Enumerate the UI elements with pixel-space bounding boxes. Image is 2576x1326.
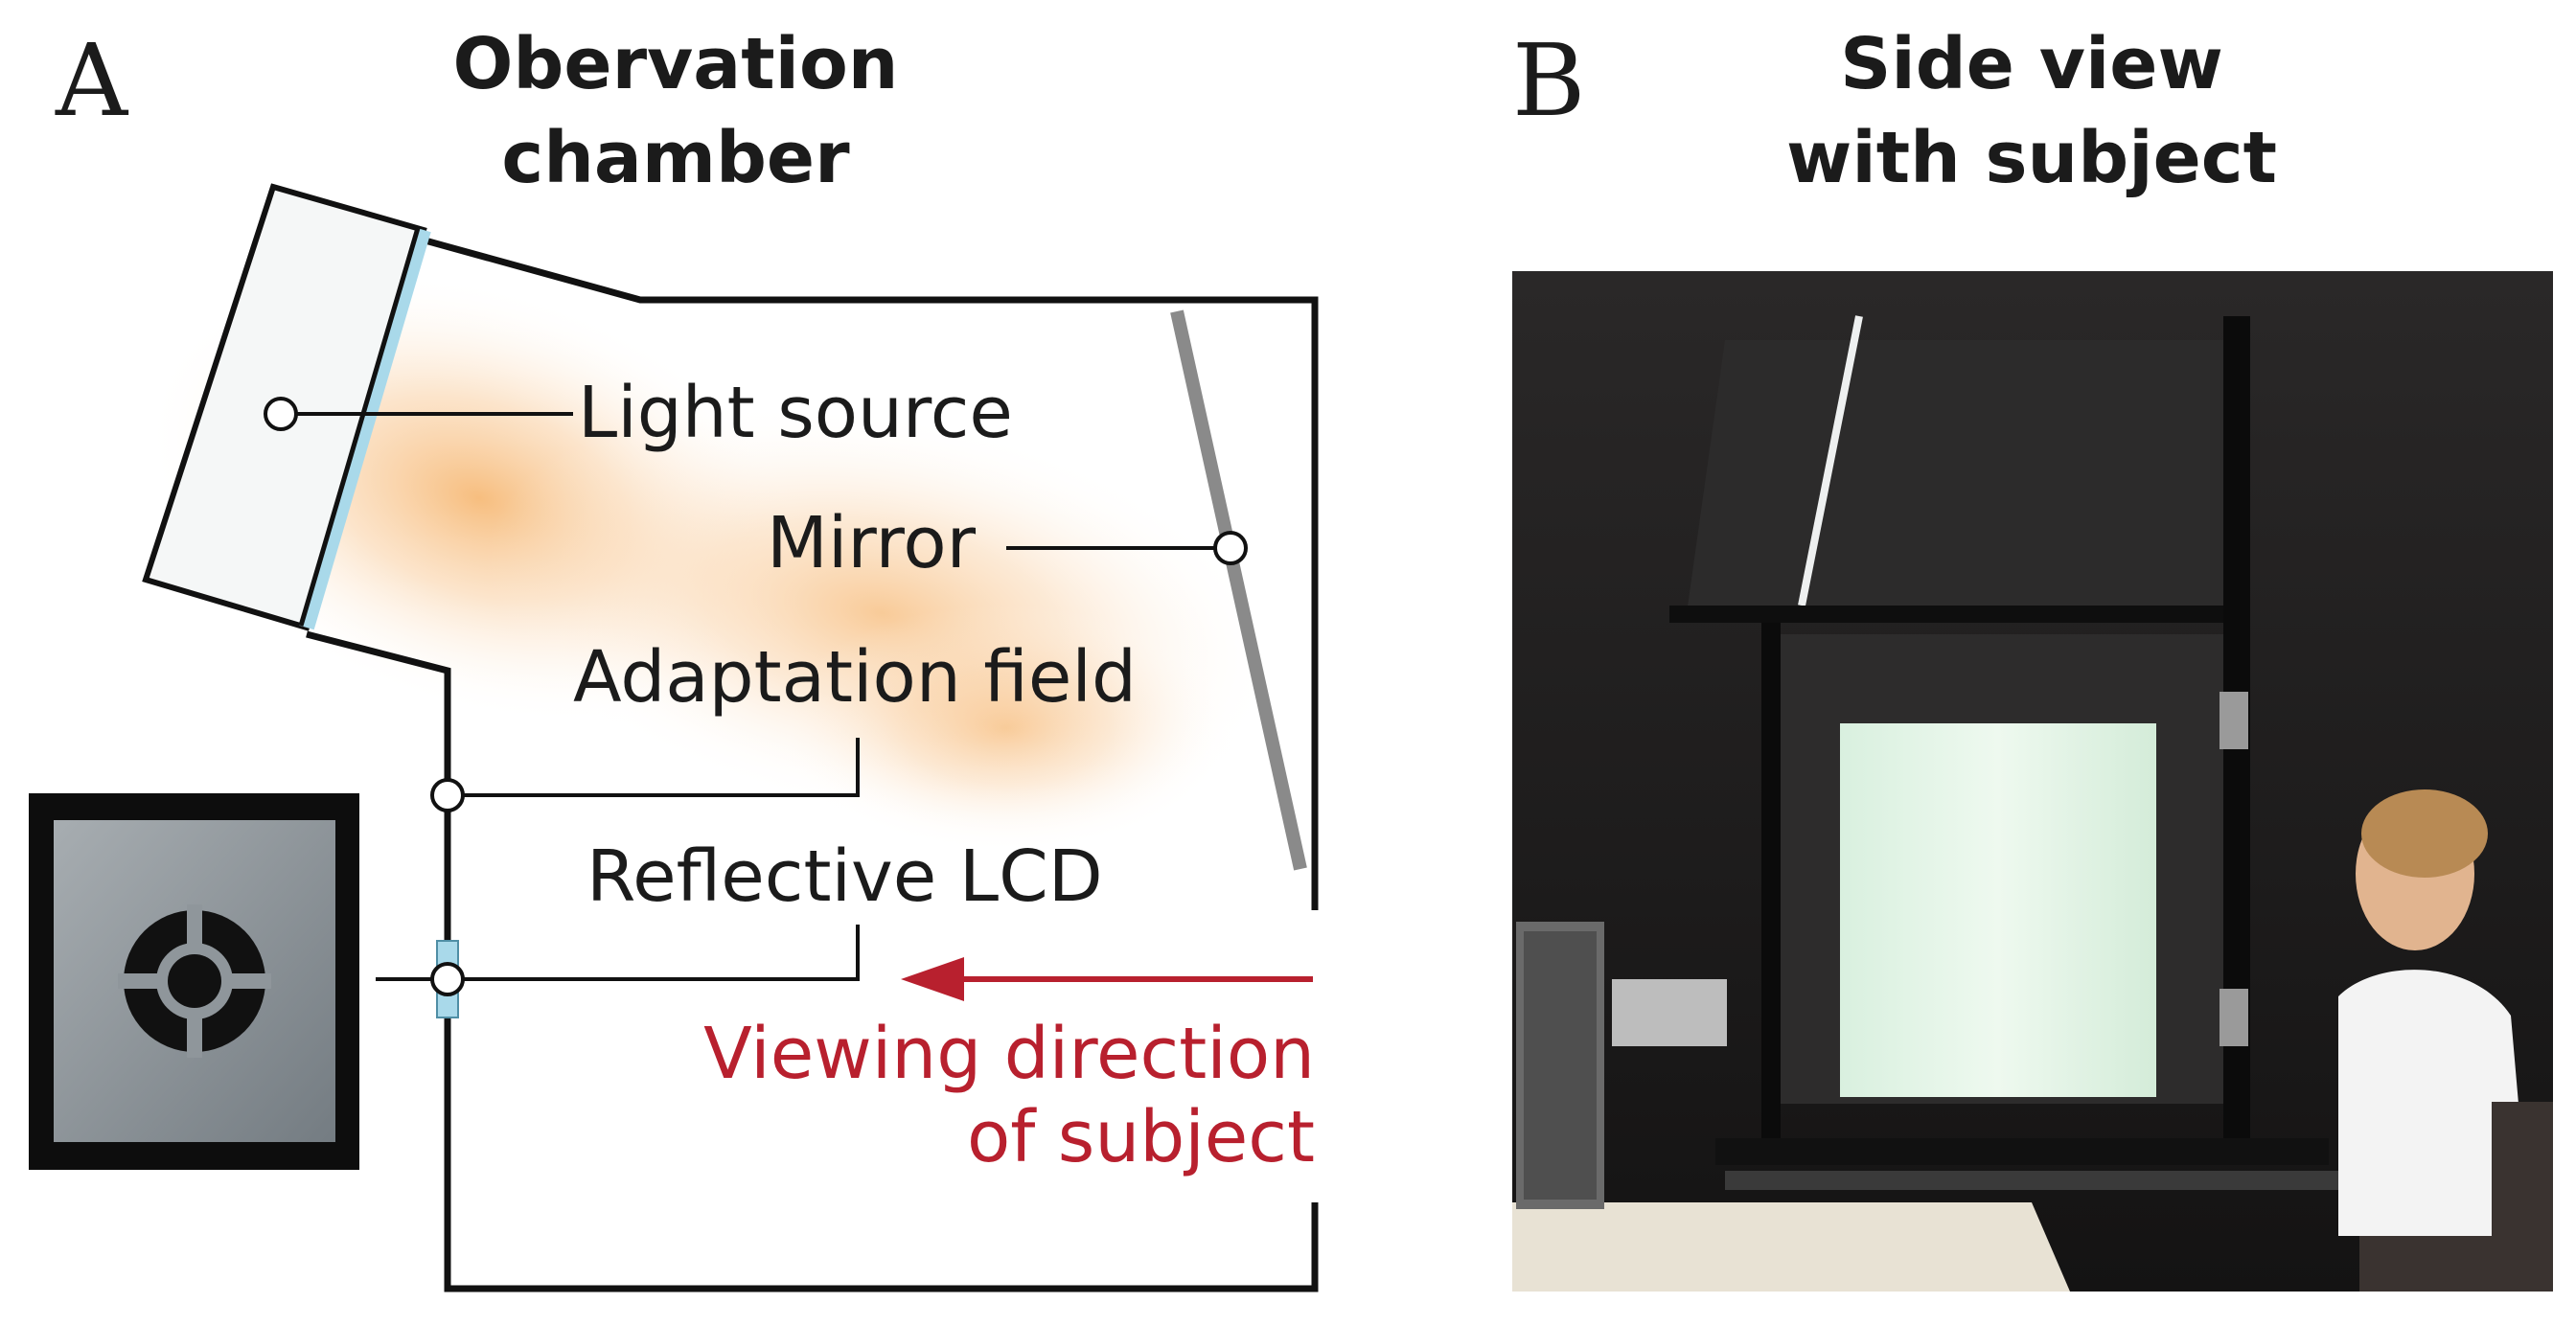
diffuser-bar <box>299 227 431 630</box>
panel-a: A Obervation chamber Light source <box>29 22 1319 1292</box>
label-viewing-line1: Viewing direction <box>703 1013 1315 1095</box>
marker-adaptation-field <box>430 778 465 812</box>
panel-b-title-line2: with subject <box>1786 117 2277 199</box>
panel-b: B Side view with subject <box>1512 22 2553 1292</box>
panel-b-title-line1: Side view <box>1840 23 2223 105</box>
label-light-source: Light source <box>578 372 1013 454</box>
lcd-display <box>29 793 359 1170</box>
marker-mirror <box>1213 531 1248 565</box>
side-view-photo <box>1512 271 2553 1292</box>
panel-a-title-line2: chamber <box>501 117 850 199</box>
label-reflective-lcd: Reflective LCD <box>586 835 1103 918</box>
panel-b-letter: B <box>1512 22 1585 139</box>
marker-light-source <box>264 397 298 431</box>
mirror-bar <box>1170 309 1307 871</box>
label-viewing-line2: of subject <box>967 1096 1315 1178</box>
circle-target-icon <box>118 904 271 1058</box>
chamber-lower-outline <box>306 630 1319 1292</box>
viewing-arrow-head <box>901 957 964 1001</box>
chamber-outline <box>421 236 1319 910</box>
label-adaptation-field: Adaptation field <box>573 636 1137 719</box>
panel-a-letter: A <box>55 22 129 139</box>
subject-silhouette <box>2338 789 2542 1292</box>
leader-adaptation-field <box>448 738 860 797</box>
label-mirror: Mirror <box>767 502 977 584</box>
photo-screen <box>1840 723 2156 1097</box>
marker-reflective-lcd <box>430 962 465 996</box>
panel-a-title-line1: Obervation <box>453 23 899 105</box>
leader-reflective-lcd <box>376 925 860 981</box>
